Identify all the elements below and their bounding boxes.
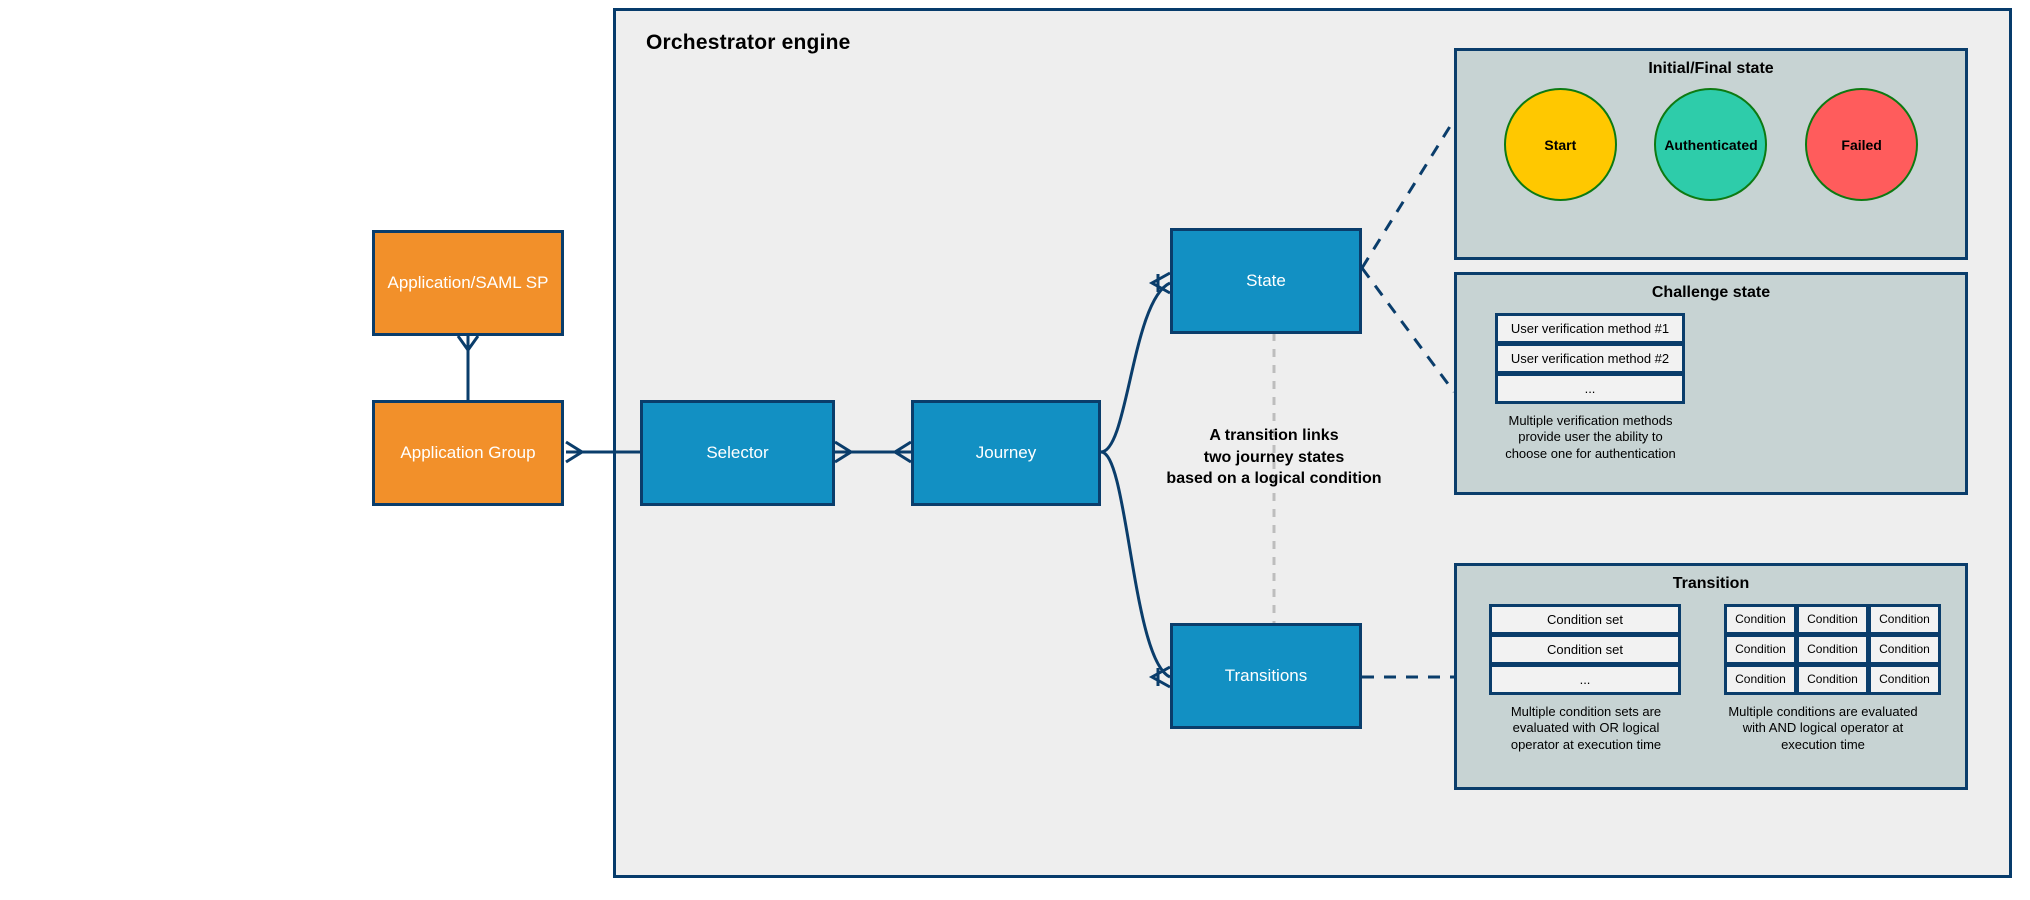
entity-state[interactable]: State [1170,228,1362,334]
condition-cell[interactable]: Condition [1796,634,1869,665]
entity-application-saml-sp-label: Application/SAML SP [387,272,549,292]
condition-cell[interactable]: Condition [1724,634,1797,665]
condition-cell[interactable]: Condition [1868,604,1941,635]
condition-set-item-1[interactable]: Condition set [1489,604,1681,635]
verification-method-stack: User verification method #1 User verific… [1495,313,1685,404]
challenge-state-note-line3: choose one for authentication [1505,445,1676,461]
condition-set-note-line2: evaluated with OR logical [1512,720,1660,736]
condition-cell[interactable]: Condition [1796,604,1869,635]
condition-grid-row: Condition Condition Condition [1724,634,1941,665]
orchestrator-engine-title: Orchestrator engine [646,31,851,54]
condition-grid: Condition Condition Condition Condition … [1724,604,1941,695]
entity-application-saml-sp[interactable]: Application/SAML SP [372,230,564,336]
transition-explanation-line3: based on a logical condition [1166,470,1382,488]
state-circle-start-label: Start [1544,136,1577,153]
condition-set-item-2[interactable]: Condition set [1489,634,1681,665]
condition-grid-note-line2: with AND logical operator at [1742,720,1904,736]
condition-cell[interactable]: Condition [1868,634,1941,665]
entity-journey[interactable]: Journey [911,400,1101,506]
entity-state-label: State [1246,270,1286,290]
condition-set-note-line1: Multiple condition sets are [1510,704,1662,719]
condition-cell[interactable]: Condition [1724,604,1797,635]
panel-initial-final-state-title: Initial/Final state [1648,60,1774,77]
condition-cell[interactable]: Condition [1796,664,1869,695]
transition-explanation-line2: two journey states [1203,448,1345,466]
entity-application-group[interactable]: Application Group [372,400,564,506]
condition-grid-row: Condition Condition Condition [1724,664,1941,695]
state-circle-start[interactable]: Start [1503,88,1617,201]
state-circle-failed-label: Failed [1841,136,1882,153]
condition-cell[interactable]: Condition [1724,664,1797,695]
condition-grid-note: Multiple conditions are evaluated with A… [1699,704,1947,753]
entity-transitions-label: Transitions [1224,665,1308,685]
condition-set-stack: Condition set Condition set ... [1489,604,1681,695]
condition-set-item-ellipsis[interactable]: ... [1489,664,1681,695]
entity-selector-label: Selector [706,442,769,462]
challenge-state-note-line1: Multiple verification methods [1508,413,1673,428]
panel-transition: Transition Condition set Condition set .… [1454,563,1968,790]
state-circle-failed[interactable]: Failed [1805,88,1919,201]
condition-cell[interactable]: Condition [1868,664,1941,695]
condition-set-note: Multiple condition sets are evaluated wi… [1481,704,1691,753]
challenge-state-note-line2: provide user the ability to [1518,429,1663,445]
verification-method-item-ellipsis[interactable]: ... [1495,373,1685,404]
entity-journey-label: Journey [975,442,1037,462]
condition-grid-note-line1: Multiple conditions are evaluated [1728,704,1918,719]
verification-method-item-2[interactable]: User verification method #2 [1495,343,1685,374]
panel-challenge-state: Challenge state User verification method… [1454,272,1968,495]
panel-challenge-state-title: Challenge state [1651,284,1771,301]
condition-grid-row: Condition Condition Condition [1724,604,1941,635]
state-circle-authenticated-label: Authenticated [1664,136,1758,153]
state-circle-authenticated[interactable]: Authenticated [1654,88,1768,201]
entity-selector[interactable]: Selector [640,400,835,506]
transition-explanation-line1: A transition links [1209,427,1339,444]
transition-explanation-note: A transition links two journey states ba… [1164,425,1384,490]
verification-method-item-1[interactable]: User verification method #1 [1495,313,1685,344]
panel-transition-title: Transition [1672,575,1750,592]
entity-application-group-label: Application Group [400,442,536,462]
challenge-state-note: Multiple verification methods provide us… [1483,413,1698,462]
condition-set-note-line3: operator at execution time [1510,736,1662,752]
condition-grid-note-line3: execution time [1781,736,1865,752]
entity-transitions[interactable]: Transitions [1170,623,1362,729]
panel-initial-final-state: Initial/Final state Start Authenticated … [1454,48,1968,260]
initial-final-circle-row: Start Authenticated Failed [1457,88,1965,201]
